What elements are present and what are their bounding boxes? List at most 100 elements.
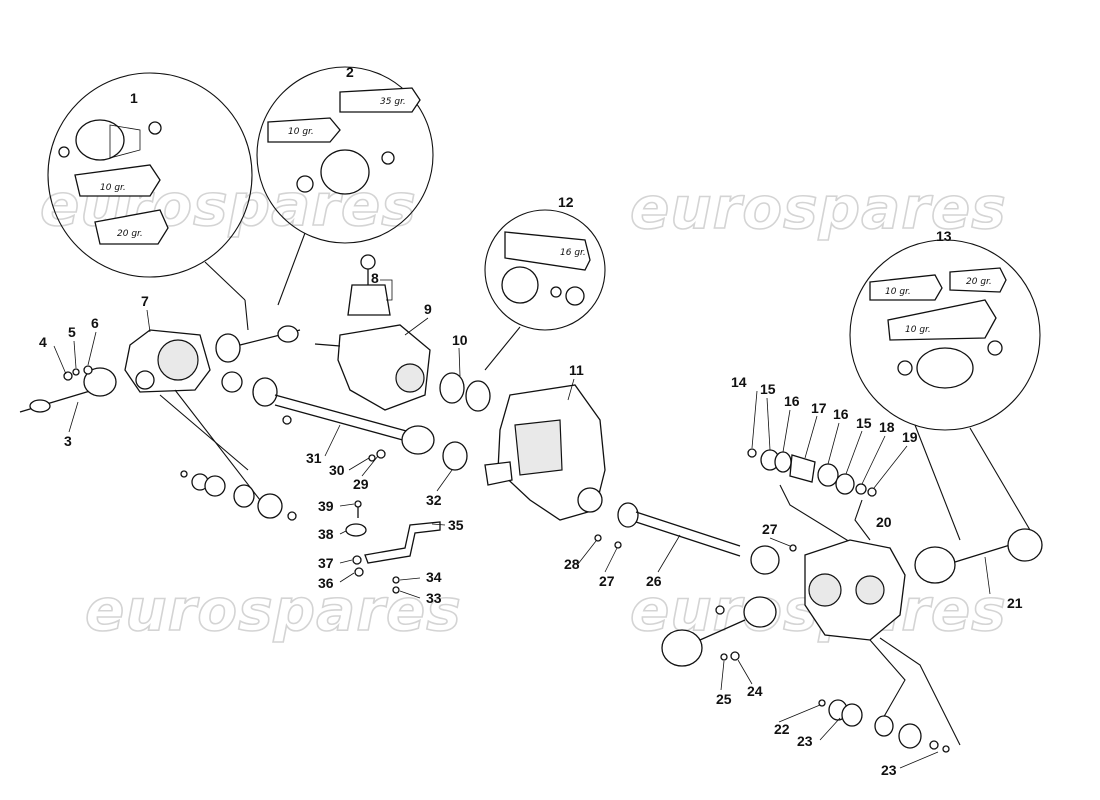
callout-leaders [53, 279, 991, 769]
callout-18: 18 [879, 419, 895, 435]
bolt-33 [392, 586, 400, 594]
tube-label-1: 10 gr. [100, 183, 126, 193]
propshaft-26 [594, 502, 797, 575]
propshaft-tube-31 [274, 394, 411, 433]
leader-34 [399, 577, 421, 581]
leader-23b [899, 751, 939, 769]
propshaft26-joint-b [750, 545, 780, 575]
boot-clamp [148, 121, 162, 135]
boot-body [109, 124, 141, 159]
bracket-35-shape [364, 521, 441, 564]
detail-circle-13-outline [849, 239, 1041, 431]
front-diff-exploded [159, 389, 297, 521]
washer-25 [720, 653, 728, 661]
leader-14 [751, 390, 758, 449]
callout-38: 38 [318, 526, 334, 542]
boot-clip-2 [381, 151, 395, 165]
spacer-23 [874, 715, 894, 737]
front-left-axle [19, 365, 117, 413]
callout-labels: 1 2 3 4 5 6 7 8 9 10 11 12 13 14 15 16 1… [39, 64, 1023, 778]
tube-label-6: 10 gr. [885, 287, 911, 297]
callout-26: 26 [646, 573, 662, 589]
leader-23a [819, 717, 841, 741]
callout-35: 35 [448, 517, 464, 533]
leader-29 [361, 455, 379, 477]
bearing-15b [835, 473, 855, 495]
propshaft26-joint-a [617, 502, 639, 528]
callout-10: 10 [452, 332, 468, 348]
washer-18 [855, 483, 867, 495]
grease-tube-g [949, 267, 1007, 293]
leader-38 [339, 530, 347, 535]
rear-diff-exploded [818, 637, 961, 753]
grease-tube-d [267, 117, 341, 143]
callout-4: 4 [39, 334, 47, 350]
callout-13: 13 [936, 228, 952, 244]
transfer-flange-11 [577, 487, 603, 513]
leader-16b [827, 422, 840, 465]
selector-knob-8 [360, 254, 376, 270]
grease-tube-e [504, 231, 591, 271]
rear-cv-joint-inner [914, 546, 956, 584]
cv-joint-12 [501, 266, 539, 304]
spacer-17 [789, 454, 816, 483]
leader-32 [436, 469, 453, 492]
grease-tube-a [74, 164, 161, 197]
callout-28: 28 [564, 556, 580, 572]
washer-37 [352, 555, 362, 565]
joint-10a [439, 372, 465, 404]
small-nut-b [287, 511, 297, 521]
transfer-case-11 [484, 384, 606, 521]
callout-23b: 23 [881, 762, 897, 778]
leader-4 [53, 345, 67, 375]
bolt-31 [282, 415, 292, 425]
boot-large [75, 119, 125, 161]
bolt-29 [376, 449, 386, 459]
circlip-front [221, 371, 243, 393]
callout-39: 39 [318, 498, 334, 514]
boot-ring [58, 146, 70, 158]
tube-label-2: 20 gr. [117, 229, 143, 239]
detail-13-leader-b [969, 427, 1031, 531]
diff-flange-7 [135, 370, 155, 390]
leader-33 [399, 590, 421, 599]
rear-shaft-exploded [747, 448, 877, 546]
leader-7 [146, 309, 151, 333]
callout-12: 12 [558, 194, 574, 210]
rear-differential-20 [715, 539, 906, 641]
nut-6 [83, 365, 93, 375]
bolt-28 [594, 534, 602, 542]
callout-2: 2 [346, 64, 354, 80]
callout-15b: 15 [856, 415, 872, 431]
grease-tube-b [94, 209, 169, 245]
washer-5 [72, 368, 80, 376]
nut-19 [867, 487, 877, 497]
rear-cv-joint-outer [1007, 528, 1043, 562]
tube-label-7: 20 gr. [966, 277, 992, 287]
leader-15a [766, 397, 771, 451]
joint-10b [465, 380, 491, 412]
callout-25: 25 [716, 691, 732, 707]
callout-36: 36 [318, 575, 334, 591]
callout-22: 22 [774, 721, 790, 737]
propshaft26-tube-b [635, 521, 741, 557]
detail-circle-2: 35 gr. 10 gr. [256, 66, 434, 306]
leader-27b [769, 537, 791, 547]
leader-28 [577, 540, 597, 565]
callout-23a: 23 [797, 733, 813, 749]
circlip-32 [442, 441, 468, 471]
callout-27b: 27 [762, 521, 778, 537]
detail-circle-1-outline [47, 72, 253, 278]
left-rear-cv-outer [661, 629, 703, 667]
spacer-a [233, 484, 255, 508]
propshaft26-tube-a [635, 511, 741, 547]
transfer-mount-11 [484, 461, 513, 486]
leader-rear-exploded-b [854, 499, 871, 541]
callout-30: 30 [329, 462, 345, 478]
detail-circle-1: 10 gr. 20 gr. [47, 72, 253, 331]
diff-cover-7 [157, 339, 199, 381]
leader-27a [604, 547, 618, 573]
callout-29: 29 [353, 476, 369, 492]
leader-3 [68, 401, 79, 433]
gearbox-flange-9 [395, 363, 425, 393]
